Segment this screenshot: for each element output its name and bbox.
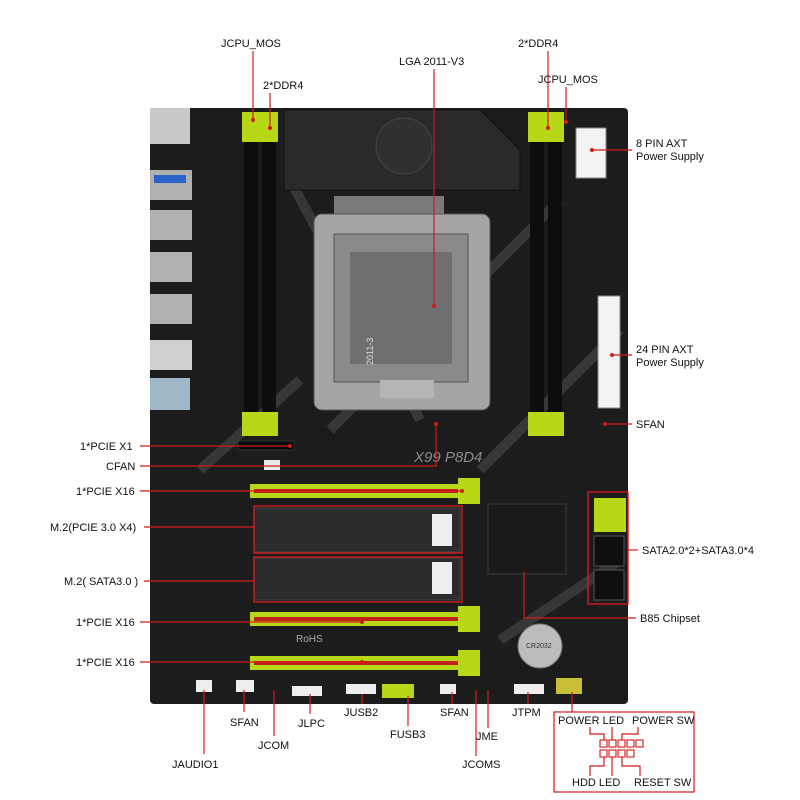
label-power-led: POWER LED [558, 715, 624, 727]
label-m2-pcie: M.2(PCIE 3.0 X4) [50, 522, 136, 534]
label-jcoms: JCOMS [462, 759, 501, 771]
label-sfan-b2: SFAN [440, 707, 469, 719]
sata-ports [593, 498, 626, 601]
sata-highlight-box [587, 491, 629, 605]
m2-pcie-slot [253, 507, 461, 553]
ddr4-left-slots [242, 112, 278, 436]
label-jtpm: JTPM [512, 707, 541, 719]
socket-label: 2011-3 [365, 338, 375, 365]
sfan-bottom-header [440, 684, 456, 694]
label-jcom: JCOM [258, 740, 289, 752]
label-8pin-line1: 8 PIN AXT [636, 138, 688, 150]
motherboard: 2011-3 X99 P8D4 [150, 108, 628, 704]
label-sfan-b1: SFAN [230, 717, 259, 729]
label-jusb2: JUSB2 [344, 707, 378, 719]
label-cfan: CFAN [106, 461, 135, 473]
label-hdd-led: HDD LED [572, 777, 620, 789]
label-m2-sata: M.2( SATA3.0 ) [64, 576, 138, 588]
atx-24pin-connector [597, 295, 621, 409]
label-jme: JME [476, 731, 498, 743]
label-group-right: 8 PIN AXT Power Supply 24 PIN AXT Power … [523, 138, 754, 625]
rear-io [150, 108, 192, 410]
label-pcie-x16-a: 1*PCIE X16 [76, 486, 135, 498]
label-8pin-line2: Power Supply [636, 151, 704, 163]
label-jlpc: JLPC [298, 718, 325, 730]
battery-label: CR2032 [526, 643, 552, 650]
label-reset-sw: RESET SW [634, 777, 692, 789]
chipset-heatsink [487, 503, 567, 575]
label-lga: LGA 2011-V3 [399, 56, 464, 68]
jcom-header [236, 680, 254, 692]
eps-8pin-connector [575, 127, 607, 179]
front-panel-header [556, 678, 582, 694]
m2-sata-highlight-box [253, 556, 463, 603]
cfan-header [264, 460, 280, 470]
label-power-sw: POWER SW [632, 715, 695, 727]
label-b85: B85 Chipset [640, 613, 700, 625]
jusb2-header [346, 684, 376, 694]
label-ddr4-left: 2*DDR4 [263, 80, 303, 92]
ddr4-right-slots [528, 112, 564, 436]
rohs-mark: RoHS [296, 634, 323, 645]
label-jcpu-mos-left: JCPU_MOS [221, 38, 281, 50]
label-pcie-x16-c: 1*PCIE X16 [76, 657, 135, 669]
label-ddr4-right: 2*DDR4 [518, 38, 558, 50]
label-fusb3: FUSB3 [390, 729, 425, 741]
m2-pcie-highlight-box [253, 505, 463, 554]
label-jcpu-mos-right: JCPU_MOS [538, 74, 598, 86]
cpu-socket: 2011-3 [313, 213, 491, 411]
fusb3-header [382, 684, 414, 698]
label-24pin-line2: Power Supply [636, 357, 704, 369]
cmos-battery [517, 623, 563, 669]
jaudio-header [196, 680, 212, 692]
label-sfan-right: SFAN [636, 419, 665, 431]
label-24pin-line1: 24 PIN AXT [636, 344, 694, 356]
front-panel-pinout: POWER LED POWER SW HDD LED RESET SW [553, 692, 695, 793]
board-model: X99 P8D4 [413, 449, 482, 466]
label-group-left: 1*PCIE X1 CFAN 1*PCIE X16 M.2(PCIE 3.0 X… [50, 422, 464, 669]
label-sata: SATA2.0*2+SATA3.0*4 [642, 545, 754, 557]
label-group-top: JCPU_MOS 2*DDR4 LGA 2011-V3 2*DDR4 JCPU_… [221, 38, 598, 308]
label-group-bottom: JAUDIO1 SFAN JCOM JLPC JUSB2 FUSB3 SFAN … [172, 690, 695, 793]
jtpm-header [514, 684, 544, 694]
label-pcie-x1: 1*PCIE X1 [80, 441, 133, 453]
front-panel-pins [599, 739, 644, 758]
m2-sata-slot [253, 557, 461, 601]
jlpc-header [292, 686, 322, 696]
label-pcie-x16-b: 1*PCIE X16 [76, 617, 135, 629]
label-jaudio: JAUDIO1 [172, 759, 218, 771]
